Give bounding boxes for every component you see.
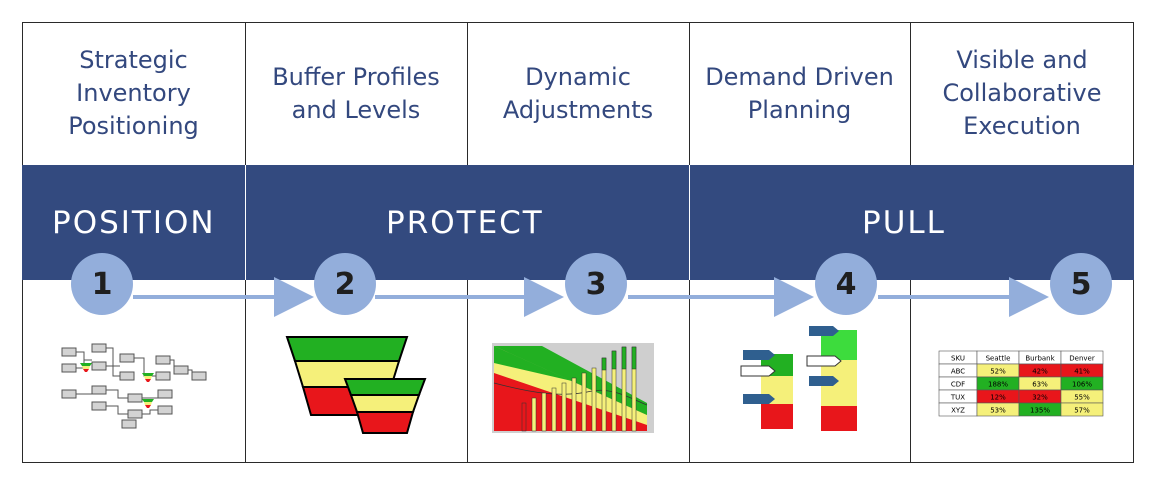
- step-1-number: 1: [71, 253, 133, 315]
- dynamic-buffer-chart-icon: [492, 343, 654, 433]
- step-1-title: Strategic Inventory Positioning: [68, 46, 199, 140]
- table-cell-text: 12%: [990, 394, 1006, 402]
- band-divider: [245, 165, 246, 280]
- phase-protect-label: PROTECT: [386, 205, 544, 241]
- step-2-title: Buffer Profiles and Levels: [272, 62, 440, 124]
- table-cell-text: XYZ: [951, 407, 965, 415]
- table-cell-text: 53%: [990, 407, 1006, 415]
- table-cell-text: 42%: [1032, 368, 1048, 376]
- table-cell: [1060, 402, 1104, 417]
- step-3-number: 3: [565, 253, 627, 315]
- table-cell-text: 57%: [1074, 407, 1090, 415]
- band-divider: [689, 165, 690, 280]
- step-2-number: 2: [314, 253, 376, 315]
- phase-pull-label: PULL: [862, 205, 946, 241]
- step-5-number: 5: [1050, 253, 1112, 315]
- step-5-title: Visible and Collaborative Execution: [942, 46, 1102, 140]
- network-diagram-icon: [61, 343, 207, 429]
- table-cell-text: 32%: [1032, 394, 1048, 402]
- planning-buffers-icon: [740, 326, 857, 431]
- table-cell-text: 41%: [1074, 368, 1090, 376]
- table-cell-text: 106%: [1072, 381, 1092, 389]
- table-cell-text: 52%: [990, 368, 1006, 376]
- buffer-funnels-icon: [285, 336, 427, 434]
- step-4-number: 4: [815, 253, 877, 315]
- table-cell-text: 63%: [1032, 381, 1048, 389]
- table-header-text: Denver: [1069, 355, 1095, 363]
- table-header-text: SKU: [951, 355, 965, 363]
- table-cell-text: ABC: [951, 368, 965, 376]
- table-cell-text: 55%: [1074, 394, 1090, 402]
- table-cell-text: CDF: [951, 381, 965, 389]
- table-header-text: Burbank: [1025, 355, 1055, 363]
- step-3-title: Dynamic Adjustments: [502, 62, 654, 124]
- table-cell-text: 135%: [1030, 407, 1050, 415]
- table-header-text: Seattle: [986, 355, 1011, 363]
- phase-position-label: POSITION: [52, 205, 216, 241]
- table-cell-text: TUX: [950, 394, 965, 402]
- table-cell-text: 188%: [988, 381, 1008, 389]
- step-4-title: Demand Driven Planning: [705, 62, 894, 124]
